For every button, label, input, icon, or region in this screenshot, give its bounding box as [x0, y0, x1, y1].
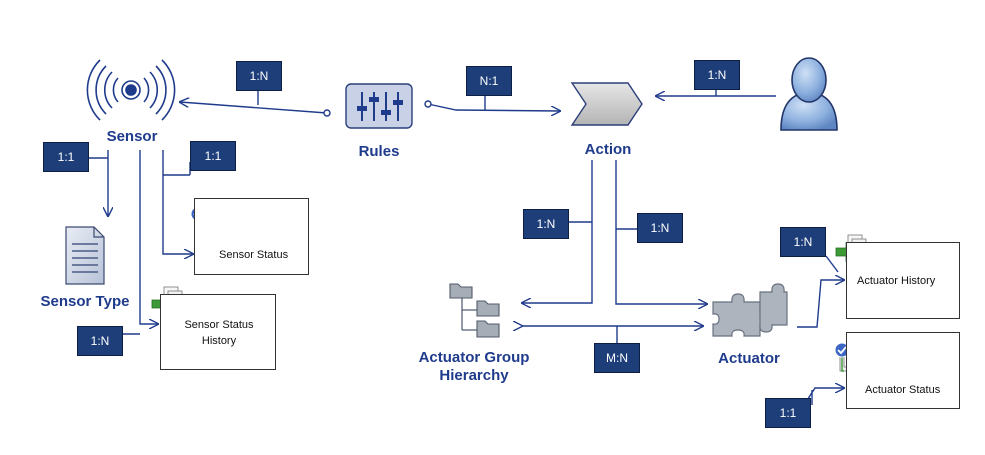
cardinality-badge-sensor-type: 1:1	[43, 142, 89, 172]
document-icon	[65, 226, 105, 285]
rules-label: Rules	[358, 143, 400, 160]
folder-tree-icon	[449, 283, 500, 338]
sensor-status-history-card: Sensor Status History	[160, 294, 276, 370]
actuator-status-label: Actuator Status	[865, 384, 941, 396]
edge-sensor-status-history	[139, 150, 158, 324]
cardinality-badge-action-actuator: 1:N	[637, 213, 683, 243]
edge-rules-sensor-start-dot	[323, 109, 331, 117]
actuator-group-line1: Actuator Group	[418, 349, 530, 366]
cardinality-badge-rules-sensor: 1:N	[236, 61, 282, 91]
cardinality-badge-actuator-status: 1:1	[765, 398, 811, 428]
actuator-history-card: Actuator History	[846, 242, 960, 319]
edge-rules-sensor	[180, 102, 328, 114]
edge-actuator-history	[797, 280, 844, 328]
actuator-group-line2: Hierarchy	[439, 367, 509, 384]
cardinality-badge-sensor-status-history: 1:N	[77, 326, 123, 356]
sensor-status-label: Sensor Status	[219, 249, 289, 261]
sensor-label: Sensor	[106, 128, 158, 145]
connectors	[89, 89, 844, 406]
cardinality-badge-actuator-history: 1:N	[780, 227, 826, 257]
rules-sliders-icon	[345, 83, 413, 129]
action-label: Action	[584, 141, 632, 158]
cardinality-badge-sensor-status: 1:1	[190, 141, 236, 171]
sensor-status-history-label: Sensor Status History	[161, 317, 277, 349]
sensor-status-history-line2: History	[201, 335, 237, 347]
sensor-status-card: Sensor Status	[194, 198, 309, 275]
action-chevron-icon	[570, 82, 643, 126]
sensor-status-history-line1: Sensor Status	[184, 319, 254, 331]
edge-rules-action-start-dot	[424, 100, 432, 108]
actuator-status-card: Actuator Status	[846, 332, 960, 409]
edge-sensor-status	[162, 150, 193, 254]
badge-leader-actuator-history	[825, 255, 839, 273]
edge-rules-action	[427, 103, 560, 111]
cardinality-badge-rules-action: N:1	[466, 66, 512, 96]
actuator-history-label: Actuator History	[857, 275, 936, 287]
sensor-wave-icon	[86, 59, 176, 121]
puzzle-icon	[712, 283, 788, 337]
actuator-label: Actuator	[718, 350, 780, 367]
actuator-group-label: Actuator Group Hierarchy	[404, 349, 544, 385]
edge-action-group	[522, 160, 593, 303]
cardinality-badge-user-action: 1:N	[694, 60, 740, 90]
user-icon	[780, 57, 838, 131]
edge-action-actuator	[615, 160, 707, 304]
cardinality-badge-group-actuator: M:N	[594, 343, 640, 373]
cardinality-badge-action-group: 1:N	[523, 209, 569, 239]
sensor-type-label: Sensor Type	[40, 293, 130, 310]
